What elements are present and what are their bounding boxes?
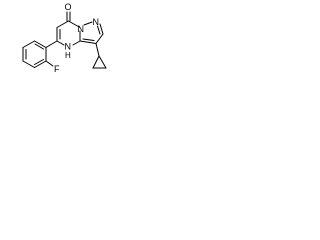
bond-ph6-ph1-inner — [34, 43, 44, 50]
atom-fluorine-label: F — [54, 64, 60, 74]
bond-group — [22, 11, 107, 69]
bond-cp3-cp1 — [98, 55, 107, 69]
bond-c2-c3 — [95, 33, 104, 44]
atom-nh-label: N — [65, 42, 72, 52]
bond-c5-n4 — [56, 40, 65, 46]
atom-n-pyrazole-label: N — [93, 17, 100, 27]
bond-ph6-ph1 — [34, 40, 47, 48]
atom-oxygen-label: O — [65, 2, 72, 12]
structure-diagram: O N N N H F — [22, 2, 107, 74]
bond-c7-c6 — [56, 20, 69, 28]
atom-n-bridge-label: N — [78, 24, 85, 34]
bond-n2-c2 — [99, 23, 104, 35]
bond-ph2-ph3 — [34, 60, 47, 68]
bond-n1-n2 — [83, 21, 93, 26]
bond-c-f — [45, 60, 54, 67]
bond-ph5-ph6 — [22, 40, 35, 48]
atom-h-label: H — [65, 51, 71, 60]
bond-n2-c2-inner — [97, 25, 101, 35]
bond-c3-c3a-inner — [82, 38, 95, 41]
bond-cp1-cp2 — [92, 55, 100, 69]
bond-c7-n1 — [68, 20, 81, 28]
bond-n4-c3a — [72, 40, 81, 46]
bond-ph2-ph3-inner — [34, 59, 44, 65]
molecule-canvas: O N N N H F — [0, 0, 128, 101]
bond-c3-cp1 — [95, 43, 100, 57]
bond-ph3-ph4 — [22, 60, 35, 68]
bond-c5-ph — [45, 40, 58, 48]
bond-c3-c3a — [79, 40, 97, 44]
